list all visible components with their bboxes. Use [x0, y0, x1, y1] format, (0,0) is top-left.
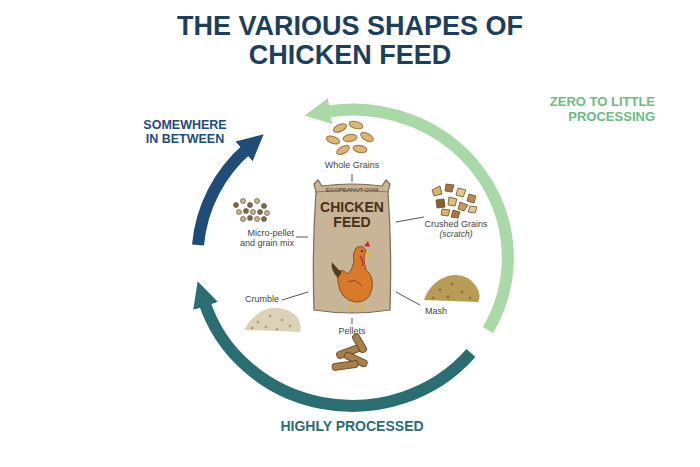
- crushed-grains-icon: [432, 184, 477, 218]
- feed-label: Whole Grains: [312, 160, 392, 170]
- micro-pellet-icon: [234, 199, 270, 222]
- leader-lines: [282, 174, 424, 324]
- bag-label: CHICKEN FEED: [312, 200, 392, 229]
- arc-label: ZERO TO LITTLE PROCESSING: [515, 95, 655, 125]
- feed-label: Micro-pellet and grain mix: [234, 228, 294, 249]
- process-arc: [204, 301, 471, 406]
- feed-label: Crumble: [237, 294, 287, 304]
- crumble-icon: [244, 308, 301, 332]
- process-arc: [198, 148, 248, 245]
- pellets-icon: [332, 333, 368, 371]
- whole-grains-icon: [325, 120, 375, 157]
- title: THE VARIOUS SHAPES OF CHICKEN FEED: [170, 12, 530, 70]
- bag-shape: [308, 178, 396, 318]
- mash-icon: [424, 275, 480, 302]
- bag-url: ECOPEANUT.COM: [312, 187, 392, 193]
- arc-label: HIGHLY PROCESSED: [252, 418, 452, 434]
- feed-sublabel: (scratch): [426, 230, 486, 240]
- feed-label: Pellets: [327, 326, 377, 336]
- arc-label: SOMEWHERE IN BETWEEN: [137, 118, 233, 147]
- feed-label: Mash: [416, 306, 456, 316]
- feed-label: Crushed Grains: [416, 219, 496, 229]
- feed-bag: ECOPEANUT.COM CHICKEN FEED: [308, 178, 396, 318]
